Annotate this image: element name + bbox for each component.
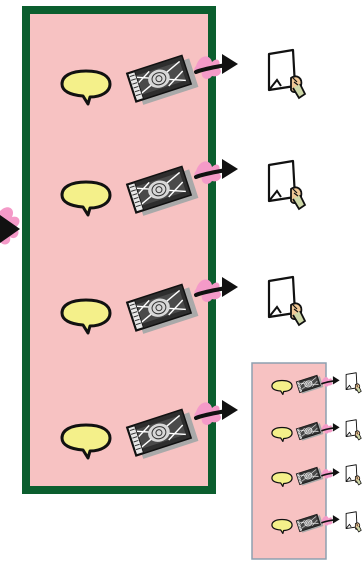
paper-in-hand-icon	[267, 275, 307, 327]
paper-in-hand-icon	[345, 419, 362, 441]
paper-in-hand-icon	[345, 372, 362, 394]
paper-in-hand-icon	[267, 48, 307, 100]
paper-in-hand-icon	[345, 511, 362, 533]
paper-in-hand-icon	[345, 464, 362, 486]
paper-in-hand-icon	[267, 159, 307, 211]
incoming-arrow-icon	[0, 207, 20, 245]
